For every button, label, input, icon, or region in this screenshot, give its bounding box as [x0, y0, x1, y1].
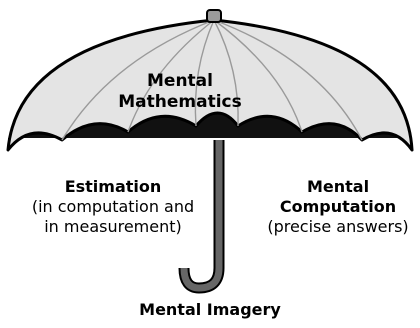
canopy-ribs: [61, 19, 363, 141]
imagery-label: Mental Imagery: [139, 300, 281, 319]
computation-heading-2: Computation: [279, 197, 397, 216]
estimation-heading: Estimation: [64, 177, 162, 196]
estimation-detail-2: in measurement): [44, 217, 182, 236]
umbrella-tip: [206, 9, 222, 23]
center-title: Mental Mathematics: [105, 71, 255, 113]
computation-label: Mental Computation (precise answers): [254, 177, 420, 237]
computation-detail: (precise answers): [267, 217, 409, 236]
umbrella-handle-fill: [180, 140, 223, 292]
title-line-2: Mathematics: [118, 92, 242, 112]
estimation-detail-1: (in computation and: [31, 197, 195, 216]
computation-heading-1: Mental: [306, 177, 370, 196]
estimation-label: Estimation (in computation and in measur…: [0, 177, 226, 237]
canopy-underside: [8, 111, 412, 150]
title-line-1: Mental: [147, 71, 213, 91]
